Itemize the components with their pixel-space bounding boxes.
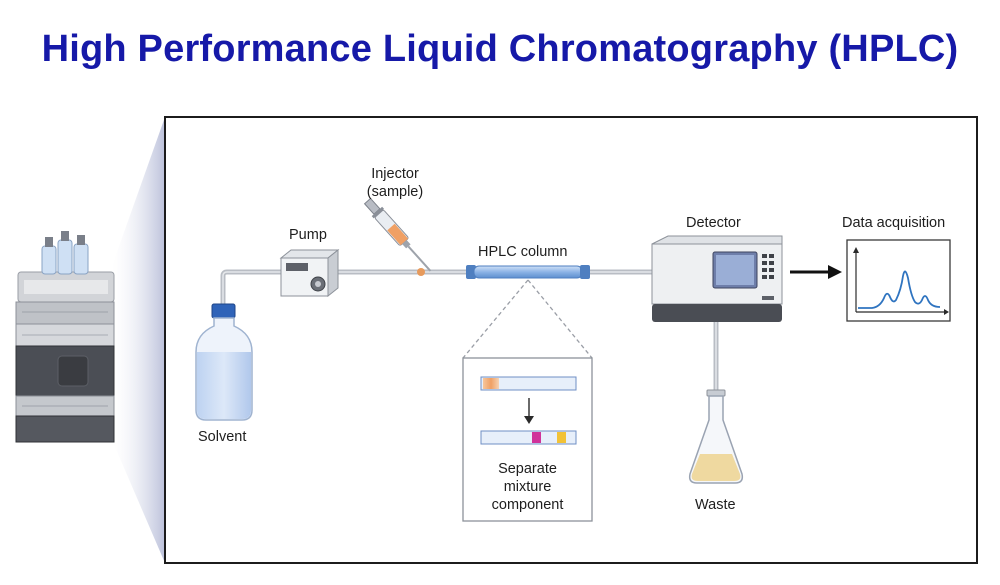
separation-arrow [524, 416, 534, 424]
column-label: HPLC column [478, 244, 568, 260]
output-arrow [790, 265, 842, 279]
separate-label-line2: mixture [503, 479, 552, 495]
detector [651, 235, 783, 322]
column-after-band [480, 430, 577, 445]
chromatogram-trace [858, 270, 941, 309]
data-acquisition-plot [846, 239, 951, 322]
waste-label: Waste [695, 497, 736, 513]
injector-label: Injector (sample) [362, 165, 428, 201]
hplc-instrument [15, 231, 115, 443]
column-before-band [480, 376, 577, 391]
solvent-label: Solvent [198, 429, 247, 445]
injector-syringe [363, 197, 432, 272]
separate-label-line3: component [491, 497, 564, 513]
zoom-projection [112, 117, 165, 563]
mixed-sample-band [483, 378, 499, 389]
yellow-component-band [557, 432, 566, 443]
page-title: High Performance Liquid Chromatography (… [41, 28, 959, 70]
separate-mixture-label: Separate mixture component [466, 460, 589, 514]
separate-label-line1: Separate [498, 461, 557, 477]
separation-inset [462, 357, 593, 522]
injector-label-line2: (sample) [366, 184, 424, 200]
data-acquisition-label: Data acquisition [842, 215, 946, 231]
detector-label: Detector [686, 215, 741, 231]
pump [279, 248, 340, 298]
hplc-column [466, 265, 590, 279]
magenta-component-band [532, 432, 541, 443]
solvent-bottle [195, 303, 253, 421]
pump-label: Pump [289, 227, 327, 243]
injector-label-line1: Injector [371, 166, 419, 182]
waste-flask [688, 389, 744, 484]
